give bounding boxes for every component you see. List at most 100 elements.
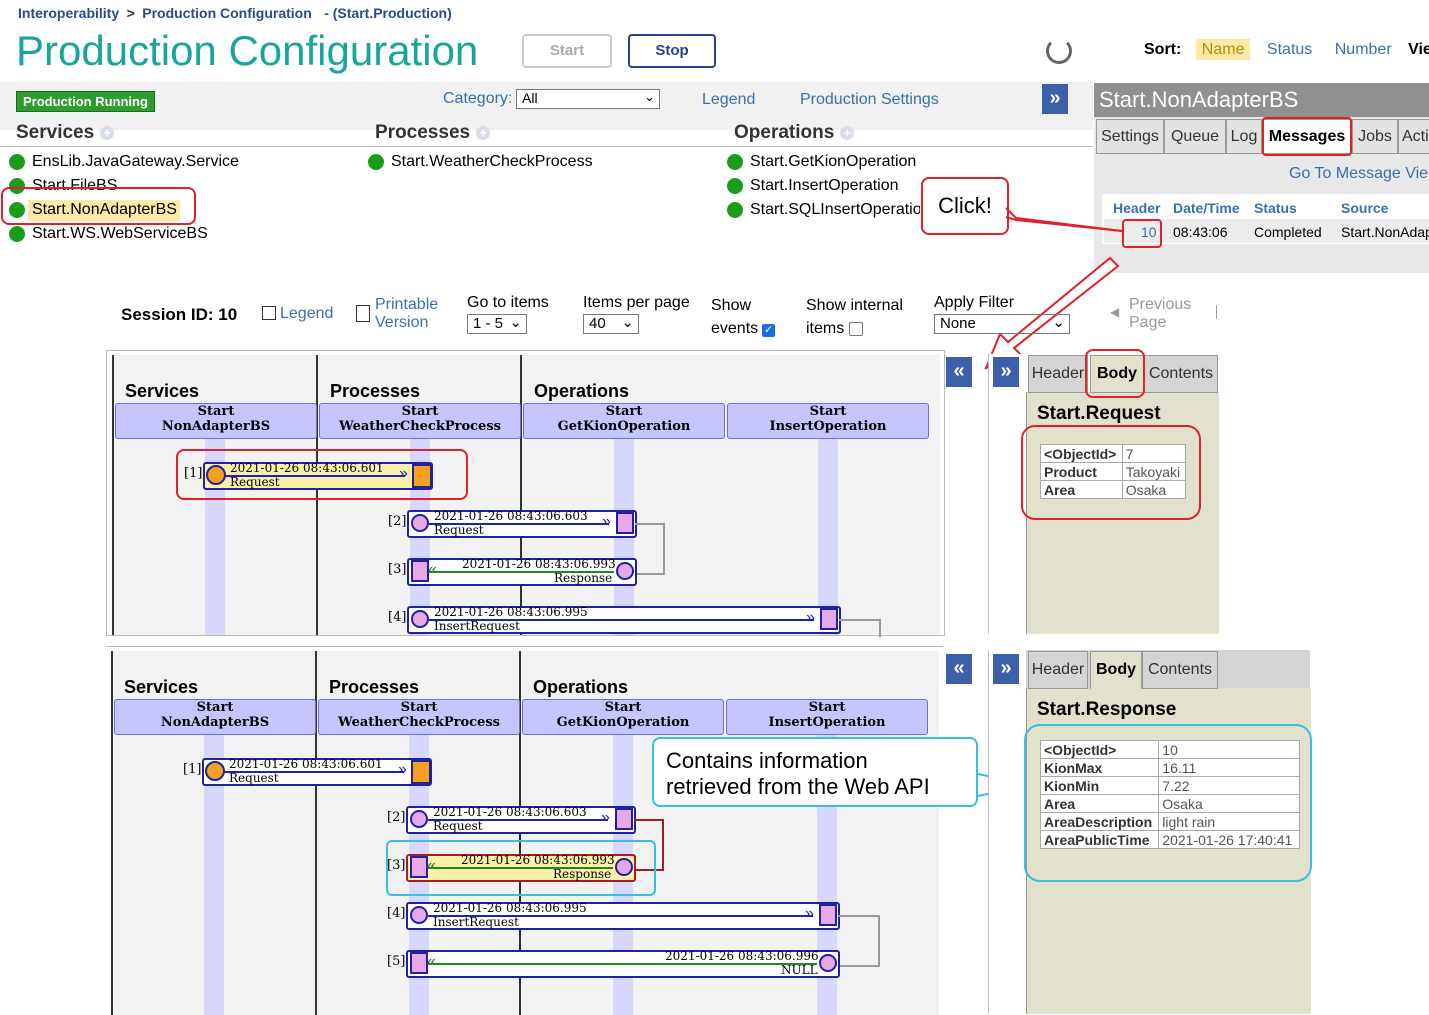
operations-heading: Operations + xyxy=(734,122,855,144)
breadcrumb-interoperability[interactable]: Interoperability xyxy=(18,5,120,21)
service-item[interactable]: Start.FileBS xyxy=(32,177,118,194)
tab-contents[interactable]: Contents xyxy=(1144,355,1218,393)
add-process-icon[interactable]: + xyxy=(476,125,491,140)
target-square-icon xyxy=(410,952,428,974)
tab-contents[interactable]: Contents xyxy=(1142,651,1218,689)
goto-select[interactable]: 1 - 5⌄ xyxy=(467,314,527,334)
add-operation-icon[interactable]: + xyxy=(840,125,855,140)
col-source[interactable]: Source xyxy=(1341,200,1389,216)
trace-col-operations: Operations xyxy=(533,677,629,697)
highlight-box xyxy=(1085,349,1145,398)
expand-panel-icon[interactable]: » xyxy=(1042,84,1068,114)
tab-header[interactable]: Header xyxy=(1028,651,1088,689)
service-item[interactable]: EnsLib.JavaGateway.Service xyxy=(32,153,239,170)
legend-link[interactable]: Legend xyxy=(702,91,756,108)
services-heading-label: Services xyxy=(16,122,95,143)
sort-bar: Sort: Name Status Number Vie xyxy=(1144,39,1429,60)
table-row[interactable] xyxy=(1104,219,1429,243)
tab-jobs[interactable]: Jobs xyxy=(1352,119,1398,154)
breadcrumb-production-configuration[interactable]: Production Configuration xyxy=(142,5,312,21)
return-connector xyxy=(635,523,665,575)
previous-page-link[interactable]: Previous Page xyxy=(1129,296,1191,332)
sort-view[interactable]: Vie xyxy=(1408,41,1429,58)
tab-log[interactable]: Log xyxy=(1226,119,1262,154)
show-internal-checkbox[interactable] xyxy=(849,321,864,336)
field-value: Osaka xyxy=(1158,794,1300,813)
process-item[interactable]: Start.WeatherCheckProcess xyxy=(391,153,593,170)
sort-status[interactable]: Status xyxy=(1266,41,1313,58)
message-arrow xyxy=(224,771,404,773)
message-datetime: 08:43:06 xyxy=(1173,224,1228,240)
column-divider xyxy=(316,355,318,635)
page-title: Production Configuration xyxy=(16,27,479,74)
col-datetime[interactable]: Date/Time xyxy=(1173,200,1240,216)
lifeline-line2: NonAdapterBS xyxy=(161,419,271,434)
category-select[interactable]: All ⌄ xyxy=(516,89,660,109)
operation-item[interactable]: Start.GetKionOperation xyxy=(750,153,917,170)
message-timestamp: 2021-01-26 08:43:06.601 xyxy=(230,461,384,475)
production-settings-link[interactable]: Production Settings xyxy=(800,91,939,108)
collapse-left-icon[interactable]: « xyxy=(946,654,972,684)
trace-col-services: Services xyxy=(125,381,200,401)
tab-actions[interactable]: Acti xyxy=(1398,119,1429,154)
message-arrow xyxy=(428,819,608,821)
highlight-box xyxy=(1,187,196,225)
target-square-icon xyxy=(820,608,838,630)
stop-button[interactable]: Stop xyxy=(628,34,716,68)
trace-legend-link[interactable]: Legend xyxy=(280,305,334,322)
expand-right-icon[interactable]: » xyxy=(993,654,1019,684)
show-events-checkbox[interactable]: ✓ xyxy=(762,324,776,337)
operation-item[interactable]: Start.InsertOperation xyxy=(750,177,899,194)
message-header-link[interactable]: 10 xyxy=(1141,224,1157,240)
operations-heading-label: Operations xyxy=(734,122,835,143)
col-header[interactable]: Header xyxy=(1113,200,1161,216)
tab-settings[interactable]: Settings xyxy=(1096,119,1164,154)
chevron-down-icon: ⌄ xyxy=(621,314,634,331)
highlight-box xyxy=(1021,425,1201,520)
message-label: InsertRequest xyxy=(434,619,520,633)
message-timestamp: 2021-01-26 08:43:06.601 xyxy=(229,757,383,771)
category-label: Category: xyxy=(443,90,513,107)
tab-body[interactable]: Body xyxy=(1090,651,1142,689)
expand-right-icon[interactable]: » xyxy=(993,357,1019,387)
tab-queue[interactable]: Queue xyxy=(1164,119,1226,154)
go-to-message-viewer-link[interactable]: Go To Message Vie xyxy=(1289,165,1429,182)
highlight-box xyxy=(1122,219,1162,248)
goto-value: 1 - 5 xyxy=(473,315,504,332)
breadcrumb-separator: > xyxy=(126,5,135,21)
source-circle-icon xyxy=(819,954,837,972)
target-square-icon xyxy=(410,856,428,878)
target-square-icon xyxy=(411,560,429,582)
filter-select[interactable]: None⌄ xyxy=(934,314,1070,334)
collapse-left-icon[interactable]: « xyxy=(946,357,972,387)
lifeline-line2: WeatherCheckProcess xyxy=(338,715,500,730)
tab-header[interactable]: Header xyxy=(1028,355,1088,393)
detail-title: Start.Request xyxy=(1037,403,1161,424)
tab-body[interactable]: Body xyxy=(1090,355,1144,393)
message-arrow xyxy=(225,475,405,477)
sort-name[interactable]: Name xyxy=(1195,39,1251,60)
arrow-right-icon: » xyxy=(399,465,408,482)
items-per-page-select[interactable]: 40⌄ xyxy=(583,314,639,334)
printable-version-link[interactable]: Printable Version xyxy=(375,296,438,332)
col-status[interactable]: Status xyxy=(1254,200,1297,216)
operation-item[interactable]: Start.SQLInsertOperatio xyxy=(750,201,920,218)
start-button[interactable]: Start xyxy=(522,34,612,68)
message-label: Response xyxy=(553,867,612,881)
return-connector xyxy=(839,619,881,637)
message-number: [1] xyxy=(184,466,203,481)
service-item[interactable]: Start.WS.WebServiceBS xyxy=(32,225,208,242)
message-number: [4] xyxy=(388,610,407,625)
add-service-icon[interactable]: + xyxy=(100,125,115,140)
service-item-selected[interactable]: Start.NonAdapterBS xyxy=(32,201,177,218)
sort-number[interactable]: Number xyxy=(1334,41,1392,58)
